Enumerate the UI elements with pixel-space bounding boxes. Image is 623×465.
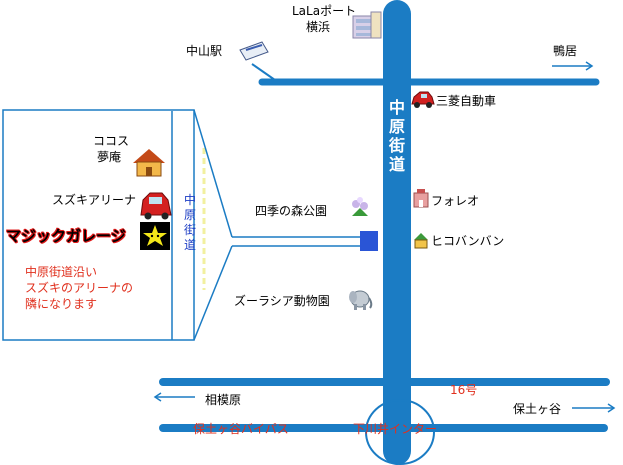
building-icon <box>352 11 382 39</box>
nakayama-rail-link <box>251 63 276 81</box>
zoorasia-label: ズーラシア動物園 <box>234 294 330 308</box>
hodogaya-bypass-label: 保土ヶ谷バイパス <box>193 422 289 436</box>
hikobanban-label: ヒコバンバン <box>431 234 505 248</box>
lalaport-label-line2: 横浜 <box>306 20 331 34</box>
direction-arrows <box>153 61 616 413</box>
magic-garage-label: マジックガレージ <box>6 227 126 245</box>
shimokawai-ic-label: 下川井インター <box>353 422 438 436</box>
note-line3: 隣になります <box>25 297 98 311</box>
nakahara-kaido-main-label: 中 原 街 道 <box>388 98 405 174</box>
zoom-line-top <box>193 109 233 238</box>
red-car-icon <box>411 91 435 108</box>
nakayama-station-label: 中山駅 <box>186 44 223 58</box>
shiki-park-label: 四季の森公園 <box>255 204 328 218</box>
roads <box>159 0 610 465</box>
nakahara-kaido-inset-label: 中 原 街 道 <box>183 193 196 252</box>
note-line1: 中原街道沿い <box>25 265 98 279</box>
magic-garage-location-marker <box>360 231 378 251</box>
nakahara-kaido-main-road <box>383 0 411 465</box>
zoom-line-bottom <box>193 245 233 341</box>
forleo-label: フォレオ <box>431 194 480 208</box>
hodogaya-label: 保土ヶ谷 <box>513 402 562 416</box>
suzuki-arena-label: スズキアリーナ <box>52 193 137 207</box>
suzuki-car-icon <box>140 192 172 220</box>
route-16-label: 16号 <box>450 383 478 397</box>
note-line2: スズキのアリーナの <box>25 281 134 295</box>
kamoi-label: 鴨居 <box>553 44 578 58</box>
train-icon <box>239 41 269 61</box>
flower-icon <box>352 197 368 216</box>
cocos-label-line1: ココス <box>93 134 130 148</box>
lalaport-label-line1: LaLaポート <box>292 4 357 18</box>
shop-icon <box>413 189 429 208</box>
magic-garage-star-icon <box>140 222 170 250</box>
house-icon <box>133 149 165 177</box>
shimokawai-ic-ring <box>365 399 435 465</box>
small-house-icon <box>414 233 428 249</box>
cocos-label-line2: 夢庵 <box>97 150 122 164</box>
mitsubishi-label: 三菱自動車 <box>436 94 497 108</box>
elephant-icon <box>349 290 373 310</box>
sagamihara-label: 相模原 <box>205 393 242 407</box>
